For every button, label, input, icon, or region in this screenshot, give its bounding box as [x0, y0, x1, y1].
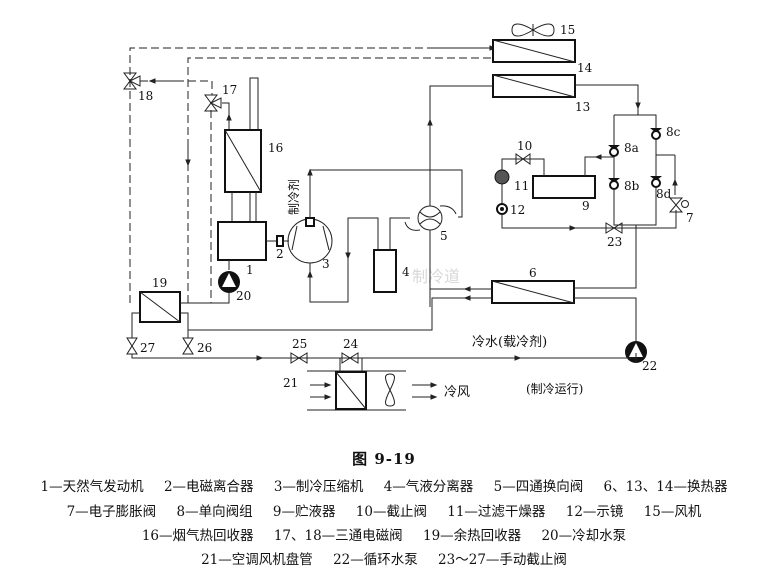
fan-15	[511, 23, 555, 37]
legend-item: 6、13、14—换热器	[603, 479, 728, 495]
legend-item: 17、18—三通电磁阀	[273, 528, 403, 544]
label-11: 11	[514, 179, 529, 193]
label-8c: 8c	[666, 125, 681, 139]
outer-dashed-line	[129, 47, 495, 303]
legend-item: 2—电磁离合器	[163, 479, 254, 495]
label-7: 7	[686, 211, 694, 225]
label-17: 17	[222, 83, 237, 97]
label-8b: 8b	[624, 179, 640, 193]
natural-gas-engine-1	[217, 221, 267, 261]
label-20: 20	[236, 289, 251, 303]
legend-item: 12—示镜	[565, 504, 624, 520]
label-27: 27	[140, 341, 155, 355]
electromagnetic-clutch-2	[276, 235, 284, 247]
label-22: 22	[642, 359, 657, 373]
sight-glass-12	[496, 203, 508, 215]
liquid-receiver-9	[532, 175, 596, 199]
legend-item: 19—余热回收器	[422, 528, 522, 544]
refrigerant-annotation: 制冷剂	[286, 179, 301, 215]
label-24: 24	[343, 337, 359, 351]
system-diagram: 18 17 16 1 20 2 3 制冷剂	[123, 23, 694, 411]
manual-stop-valve-24[interactable]	[341, 352, 359, 364]
fan-coil-unit-21	[307, 358, 438, 411]
manual-stop-valve-25[interactable]	[290, 352, 308, 364]
legend-item: 16—烟气热回收器	[141, 528, 254, 544]
label-12: 12	[510, 203, 525, 217]
chilled-water-annotation: 冷水(载冷剂)	[472, 335, 547, 350]
label-3: 3	[322, 257, 330, 271]
legend-item: 9—贮液器	[272, 504, 336, 520]
cooling-water-pump-20	[211, 260, 240, 304]
legend-line-3: 16—烟气热回收器 17、18—三通电磁阀 19—余热回收器 20—冷却水泵	[0, 524, 768, 544]
heat-exchanger-13	[429, 74, 639, 115]
legend-item: 21—空调风机盘管	[201, 552, 313, 568]
check-valve-8c	[650, 128, 662, 140]
label-9: 9	[582, 199, 590, 213]
gas-liquid-separator-4	[373, 249, 397, 293]
legend-item: 8—单向阀组	[176, 504, 253, 520]
three-way-valve-17[interactable]	[204, 94, 222, 112]
heat-exchanger-14	[492, 39, 576, 63]
cold-air-annotation: 冷风	[444, 385, 470, 400]
stop-valve-10[interactable]	[515, 153, 531, 165]
legend-item: 20—冷却水泵	[541, 528, 627, 544]
operating-mode-annotation: (制冷运行)	[526, 382, 583, 396]
legend-item: 4—气液分离器	[383, 479, 474, 495]
waste-heat-recovery-19	[131, 291, 229, 338]
legend-item: 15—风机	[643, 504, 702, 520]
legend-item: 23～27—手动截止阀	[438, 552, 567, 568]
legend-line-1: 1—天然气发动机 2—电磁离合器 3—制冷压缩机 4—气液分离器 5—四通换向阀…	[0, 475, 768, 495]
label-5: 5	[440, 229, 448, 243]
label-6: 6	[529, 266, 537, 280]
label-21: 21	[283, 376, 298, 390]
check-valve-8d	[650, 176, 662, 188]
dashed-coolant-lines	[129, 45, 497, 303]
legend-line-4: 21—空调风机盘管 22—循环水泵 23～27—手动截止阀	[0, 548, 768, 568]
label-8a: 8a	[624, 141, 639, 155]
label-19: 19	[152, 276, 167, 290]
label-16: 16	[268, 141, 283, 155]
label-4: 4	[402, 265, 410, 279]
manual-stop-valve-26[interactable]	[182, 337, 194, 355]
inner-dashed-line	[187, 57, 495, 303]
manual-stop-valve-23[interactable]	[605, 222, 623, 234]
check-valve-8b	[608, 178, 620, 190]
filter-drier-11	[494, 169, 510, 185]
legend-line-2: 7—电子膨胀阀 8—单向阀组 9—贮液器 10—截止阀 11—过滤干燥器 12—…	[0, 500, 768, 520]
flue-gas-heat-recovery-16	[224, 77, 262, 222]
check-valve-8a	[608, 145, 620, 157]
figure-title: 图 9-19	[352, 450, 416, 468]
legend-item: 10—截止阀	[355, 504, 427, 520]
legend-item: 3—制冷压缩机	[273, 479, 364, 495]
legend-item: 1—天然气发动机	[40, 479, 144, 495]
label-8d: 8d	[656, 187, 672, 201]
legend-item: 5—四通换向阀	[493, 479, 584, 495]
label-18: 18	[138, 89, 153, 103]
manual-stop-valve-27[interactable]	[126, 337, 138, 355]
valve-17-branch	[222, 102, 230, 130]
label-25: 25	[292, 337, 307, 351]
legend-item: 22—循环水泵	[333, 552, 418, 568]
label-10: 10	[517, 139, 532, 153]
label-14: 14	[577, 61, 593, 75]
legend-item: 11—过滤干燥器	[447, 504, 546, 520]
watermark: 制冷道	[412, 267, 460, 286]
label-23: 23	[607, 235, 622, 249]
label-13: 13	[575, 100, 590, 114]
label-1: 1	[246, 263, 254, 277]
electronic-expansion-valve-7[interactable]	[668, 197, 689, 213]
refrigeration-compressor-3	[287, 168, 463, 303]
label-26: 26	[197, 341, 212, 355]
legend-item: 7—电子膨胀阀	[66, 504, 157, 520]
label-15: 15	[560, 23, 575, 37]
three-way-valve-18[interactable]	[123, 72, 141, 90]
label-2: 2	[276, 247, 284, 261]
